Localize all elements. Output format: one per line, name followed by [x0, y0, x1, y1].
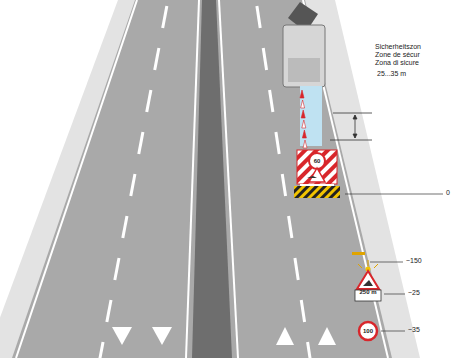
- signal-trailer: [294, 150, 340, 198]
- annotation-label: 25...35 m: [377, 70, 406, 77]
- carriageway: [12, 0, 392, 358]
- annotation-label: ~150: [406, 257, 422, 264]
- traffic-cone: [303, 140, 307, 148]
- closed-zone: [300, 86, 322, 146]
- edge-line: [219, 0, 238, 358]
- sign-text: 250 m: [359, 289, 376, 295]
- warning-sign: [355, 260, 381, 301]
- lane-arrows: [112, 327, 336, 345]
- annotation-label: ~35: [408, 326, 420, 333]
- edge-line: [186, 0, 199, 358]
- marker-light: [352, 252, 365, 255]
- lane-dash: [99, 342, 103, 358]
- lane-dash: [123, 216, 127, 238]
- work-vehicle: [283, 2, 325, 87]
- lane-dash: [131, 174, 135, 196]
- lane-dash: [257, 6, 260, 28]
- annotation-label: Sicherheitszon: [375, 43, 421, 50]
- sign-text: 60: [314, 158, 321, 164]
- annotation-label: Zone de sécur: [375, 51, 420, 58]
- lane-dashes: [99, 6, 311, 358]
- speed-sign: [359, 322, 377, 340]
- lane-dash: [270, 90, 273, 112]
- lane-dash: [147, 90, 151, 112]
- annotation-label: Zona di sicure: [375, 59, 419, 66]
- traffic-cone: [302, 130, 306, 138]
- lane-dash: [276, 132, 279, 154]
- lane-dash: [163, 6, 167, 28]
- lane-dash: [139, 132, 143, 154]
- traffic-cone: [300, 90, 304, 98]
- road-shoulders: [0, 0, 420, 358]
- lane-dash: [308, 342, 311, 358]
- lane-dash: [289, 216, 292, 238]
- dimension-line: [330, 113, 372, 140]
- traffic-cone: [301, 110, 305, 118]
- annotation-label: 0: [446, 189, 450, 196]
- lane-dash: [115, 258, 119, 280]
- distance-lines: [345, 194, 443, 331]
- edge-line: [16, 0, 137, 358]
- lane-dash: [263, 48, 266, 70]
- traffic-cone: [302, 120, 306, 128]
- lane-dash: [282, 174, 285, 196]
- cones: [300, 90, 308, 158]
- annotation-label: ~25: [408, 289, 420, 296]
- sign-text: 100: [363, 328, 373, 334]
- lane-dash: [301, 300, 304, 322]
- traffic-cone: [301, 100, 305, 108]
- lane-dash: [107, 300, 111, 322]
- lane-dash: [295, 258, 298, 280]
- lane-dash: [155, 48, 159, 70]
